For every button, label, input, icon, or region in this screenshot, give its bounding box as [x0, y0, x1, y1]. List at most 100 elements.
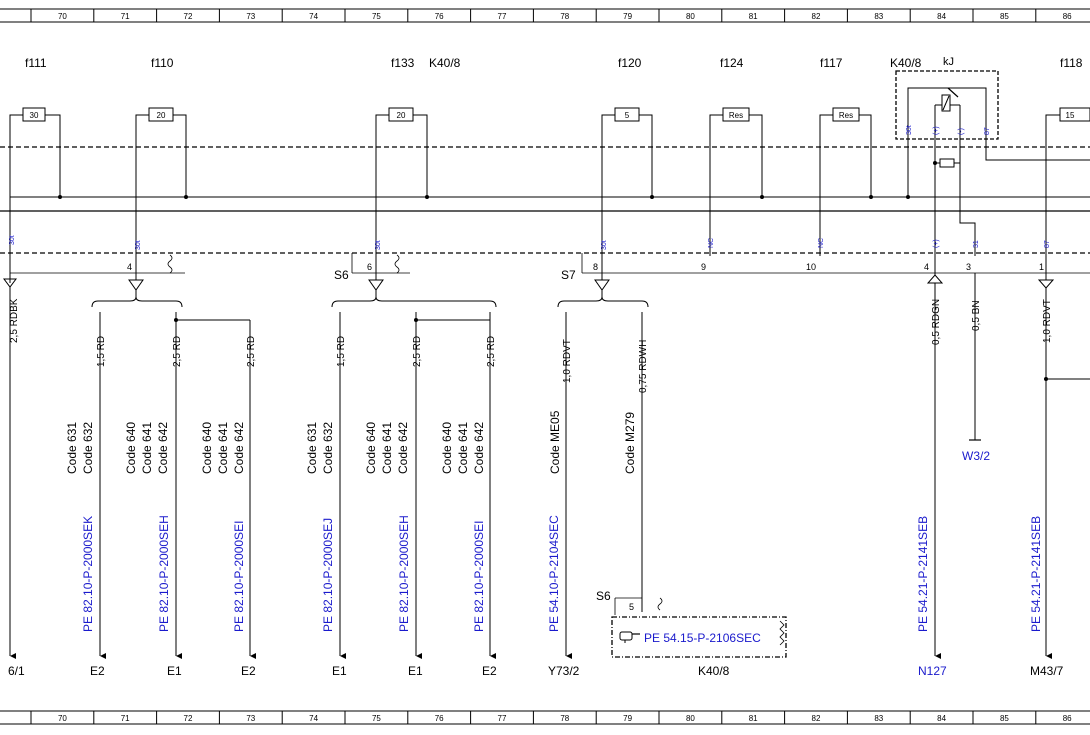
reference-link[interactable]: PE 82.10-P-2000SEJ: [321, 518, 335, 632]
relay-pin: (+): [933, 126, 940, 135]
code-label-c5: Code 640 Code 641 Code 642: [364, 422, 410, 474]
distribution-brace: [91, 296, 183, 308]
grid-column-label: 73: [246, 12, 255, 21]
relay-pin: 87: [984, 127, 991, 135]
wire-label: 2,5 RDBK: [9, 298, 20, 343]
connector-number: 8: [593, 262, 598, 272]
wire-label: 2,5 RD: [246, 336, 257, 367]
fuse-label-f110: f110: [151, 56, 174, 70]
grid-column-label: 81: [749, 12, 758, 21]
code-line: Code 631: [65, 422, 79, 474]
fuse-label-f120: f120: [618, 56, 642, 70]
reference-link[interactable]: PE 82.10-P-2000SEI: [232, 521, 246, 632]
pin-label: (+): [933, 239, 940, 248]
pin-label: 30t: [9, 235, 16, 245]
connector-number: 4: [924, 262, 929, 272]
code-line: Code 642: [396, 422, 410, 474]
code-line: Code 642: [156, 422, 170, 474]
fuse-rating: 15: [1066, 111, 1075, 120]
grid-column-label: 70: [58, 12, 67, 21]
wire-label: 2,5 RD: [486, 336, 497, 367]
destination-label: K40/8: [698, 664, 730, 678]
module-label-k40-8-relay: K40/8: [890, 56, 922, 70]
reference-link[interactable]: PE 82.10-P-2000SEH: [157, 515, 171, 632]
code-line: Code 642: [472, 422, 486, 474]
pin-label: NC: [818, 238, 825, 248]
wire-label: 1,5 RD: [336, 336, 347, 367]
pin-label: 30t: [375, 240, 382, 250]
reference-link[interactable]: PE 82.10-P-2000SEK: [81, 516, 95, 632]
connector-number: 6: [367, 262, 372, 272]
code-line: Code 640: [440, 422, 454, 474]
reference-link[interactable]: PE 54.10-P-2104SEC: [547, 515, 561, 632]
splice-label: S6: [334, 268, 349, 282]
fuse-rating: Res: [729, 111, 743, 120]
reference-box: 5 PE 54.15-P-2106SEC: [611, 597, 787, 658]
fuse-rating: 20: [397, 111, 406, 120]
destination-label: E2: [482, 664, 497, 678]
grid-column-label: 82: [812, 12, 821, 21]
wire-label: 2,5 RD: [412, 336, 423, 367]
fuse-f110: 20 30t: [135, 107, 188, 280]
reference-link[interactable]: PE 54.21-P-2141SEB: [1029, 516, 1043, 632]
wire-label: 0,5 RDGN: [931, 299, 942, 345]
reference-link[interactable]: PE 82.10-P-2000SEH: [397, 515, 411, 632]
connector-number: 4: [127, 262, 132, 272]
fuse-label-f118: f118: [1060, 56, 1083, 70]
code-label-c7: Code ME05: [548, 410, 562, 474]
pin-label: 30t: [601, 240, 608, 250]
grid-column-label: 74: [309, 12, 318, 21]
fuse-label-f111: f111: [25, 56, 47, 70]
grid-column-label: 76: [435, 12, 444, 21]
grid-column-label: 79: [623, 12, 632, 21]
distribution-brace: [557, 296, 649, 308]
code-line: Code 640: [124, 422, 138, 474]
code-line: Code 641: [216, 422, 230, 474]
pin-label: NC: [708, 238, 715, 248]
destination-label: Y73/2: [548, 664, 580, 678]
code-line: Code 632: [81, 422, 95, 474]
code-label-c6: Code 640 Code 641 Code 642: [440, 422, 486, 474]
destination-label: M43/7: [1030, 664, 1064, 678]
fuse-f117: Res NC: [818, 107, 873, 256]
code-line: Code 640: [200, 422, 214, 474]
grid-column-label: 81: [749, 714, 758, 723]
wire-lines: [9, 273, 1090, 659]
connector-number: 5: [629, 602, 634, 612]
connector-number: 3: [966, 262, 971, 272]
wire-label: 0,5 BN: [971, 300, 982, 331]
pin-label: 31: [973, 240, 980, 248]
destination-label[interactable]: N127: [918, 664, 947, 678]
code-line: Code 631: [305, 422, 319, 474]
grid-column-label: 75: [372, 714, 381, 723]
code-line: Code M279: [623, 412, 637, 474]
connector-markers: [3, 274, 1055, 297]
relay-label: kJ: [943, 56, 954, 68]
wire-label: 2,5 RD: [172, 336, 183, 367]
code-line: Code 641: [456, 422, 470, 474]
code-line: Code 632: [321, 422, 335, 474]
wire-label: 1,0 RDVT: [562, 339, 573, 383]
ground-label[interactable]: W3/2: [962, 449, 990, 463]
code-line: Code ME05: [548, 410, 562, 474]
grid-column-label: 85: [1000, 12, 1009, 21]
fuse-f133: 20 30t: [375, 107, 429, 280]
destination-label: E2: [241, 664, 256, 678]
grid-column-label: 84: [937, 12, 946, 21]
reference-link[interactable]: PE 82.10-P-2000SEI: [472, 521, 486, 632]
reference-link[interactable]: PE 54.15-P-2106SEC: [644, 631, 761, 645]
pin-label: 87: [1044, 240, 1051, 248]
grid-column-label: 71: [121, 12, 130, 21]
grid-column-label: 77: [498, 714, 507, 723]
distribution-brace: [331, 296, 497, 308]
reference-link[interactable]: PE 54.21-P-2141SEB: [916, 516, 930, 632]
grid-column-label: 86: [1063, 12, 1072, 21]
grid-column-label: 79: [623, 714, 632, 723]
grid-column-label: 71: [121, 714, 130, 723]
code-line: Code 641: [140, 422, 154, 474]
destination-label: E1: [167, 664, 182, 678]
code-line: Code 640: [364, 422, 378, 474]
grid-column-label: 78: [560, 12, 569, 21]
